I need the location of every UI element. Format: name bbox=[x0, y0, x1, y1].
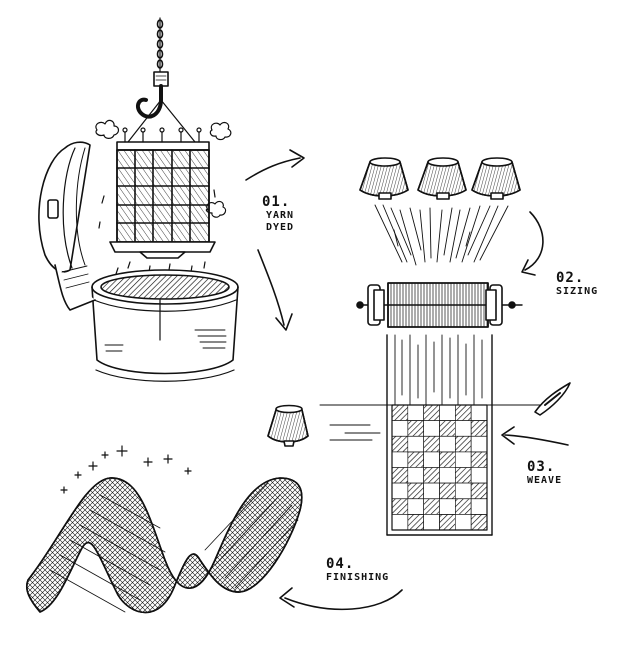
arrow-into-sizing bbox=[521, 211, 544, 276]
checker-cell bbox=[407, 482, 424, 500]
checker-cell bbox=[470, 467, 488, 484]
checker-cell bbox=[423, 467, 440, 484]
checker-cell bbox=[407, 435, 424, 453]
tub-lid bbox=[38, 141, 96, 311]
checker-cell bbox=[391, 514, 409, 531]
checker-cell bbox=[423, 482, 440, 500]
checker-fabric bbox=[391, 404, 488, 531]
checker-cell bbox=[470, 514, 488, 531]
arrow-1-down bbox=[257, 249, 293, 331]
step-4-label: 04. FINISHING bbox=[326, 556, 389, 584]
checker-cell bbox=[423, 435, 440, 453]
weft-thread bbox=[319, 404, 546, 441]
checker-cell bbox=[423, 404, 440, 421]
checker-cell bbox=[470, 451, 488, 468]
checker-cell bbox=[407, 467, 424, 484]
warp-threads bbox=[394, 334, 483, 406]
checker-cell bbox=[423, 420, 440, 437]
checker-cell bbox=[454, 404, 472, 421]
arrow-into-finishing bbox=[279, 587, 403, 611]
checker-cell bbox=[423, 451, 440, 468]
checker-cell bbox=[391, 420, 409, 437]
weft-cone bbox=[267, 404, 309, 447]
step-1-number: 01. bbox=[262, 194, 291, 210]
checker-cell bbox=[391, 451, 409, 468]
loom-frame bbox=[386, 334, 493, 536]
checker-cell bbox=[470, 435, 488, 453]
step-2-line-1: SIZING bbox=[556, 286, 599, 298]
checker-cell bbox=[391, 482, 409, 500]
checker-cell bbox=[454, 435, 472, 453]
shuttle bbox=[534, 382, 571, 416]
hoist-chain bbox=[156, 17, 164, 73]
checker-cell bbox=[439, 498, 456, 515]
arrow-into-weave bbox=[501, 426, 569, 446]
checker-cell bbox=[439, 451, 456, 468]
checker-cell bbox=[454, 498, 472, 515]
checker-cell bbox=[470, 404, 488, 421]
step-2-label: 02. SIZING bbox=[556, 270, 598, 298]
checker-cell bbox=[407, 514, 424, 531]
step-4-number: 04. bbox=[326, 556, 355, 572]
checker-cell bbox=[454, 420, 472, 437]
checker-cell bbox=[407, 498, 424, 515]
checker-cell bbox=[439, 435, 456, 453]
yarn-basket bbox=[116, 149, 210, 243]
step-4-line-1: FINISHING bbox=[326, 572, 390, 584]
finished-fabric bbox=[25, 445, 303, 614]
checker-cell bbox=[439, 482, 456, 500]
arrow-1-to-2 bbox=[245, 149, 305, 181]
step-3-line-1: WEAVE bbox=[527, 475, 563, 487]
checker-cell bbox=[470, 420, 488, 437]
checker-cell bbox=[439, 467, 456, 484]
dye-tub bbox=[91, 269, 239, 382]
checker-cell bbox=[439, 514, 456, 531]
checker-cell bbox=[439, 404, 456, 421]
sizing-roller bbox=[356, 282, 523, 328]
checker-cell bbox=[391, 404, 409, 421]
step-2-number: 02. bbox=[556, 270, 585, 286]
step-1-line-1: YARN bbox=[266, 210, 295, 222]
checker-cell bbox=[407, 404, 424, 421]
checker-cell bbox=[423, 498, 440, 515]
step-3-label: 03. WEAVE bbox=[527, 459, 562, 487]
dyeing-machine bbox=[38, 17, 239, 382]
checker-cell bbox=[391, 498, 409, 515]
checker-cell bbox=[470, 482, 488, 500]
checker-cell bbox=[407, 451, 424, 468]
checker-cell bbox=[454, 482, 472, 500]
checker-cell bbox=[454, 451, 472, 468]
checker-cell bbox=[470, 498, 488, 515]
checker-cell bbox=[391, 467, 409, 484]
yarn-threads bbox=[374, 204, 509, 266]
checker-cell bbox=[391, 435, 409, 453]
checker-cell bbox=[423, 514, 440, 531]
checker-cell bbox=[454, 467, 472, 484]
step-1-line-2: DYED bbox=[266, 221, 295, 233]
checker-cell bbox=[407, 420, 424, 437]
step-1-label: 01. YARN DYED bbox=[262, 194, 294, 233]
checker-cell bbox=[454, 514, 472, 531]
yarn-cones bbox=[359, 157, 521, 200]
checker-cell bbox=[439, 420, 456, 437]
step-3-number: 03. bbox=[527, 459, 556, 475]
